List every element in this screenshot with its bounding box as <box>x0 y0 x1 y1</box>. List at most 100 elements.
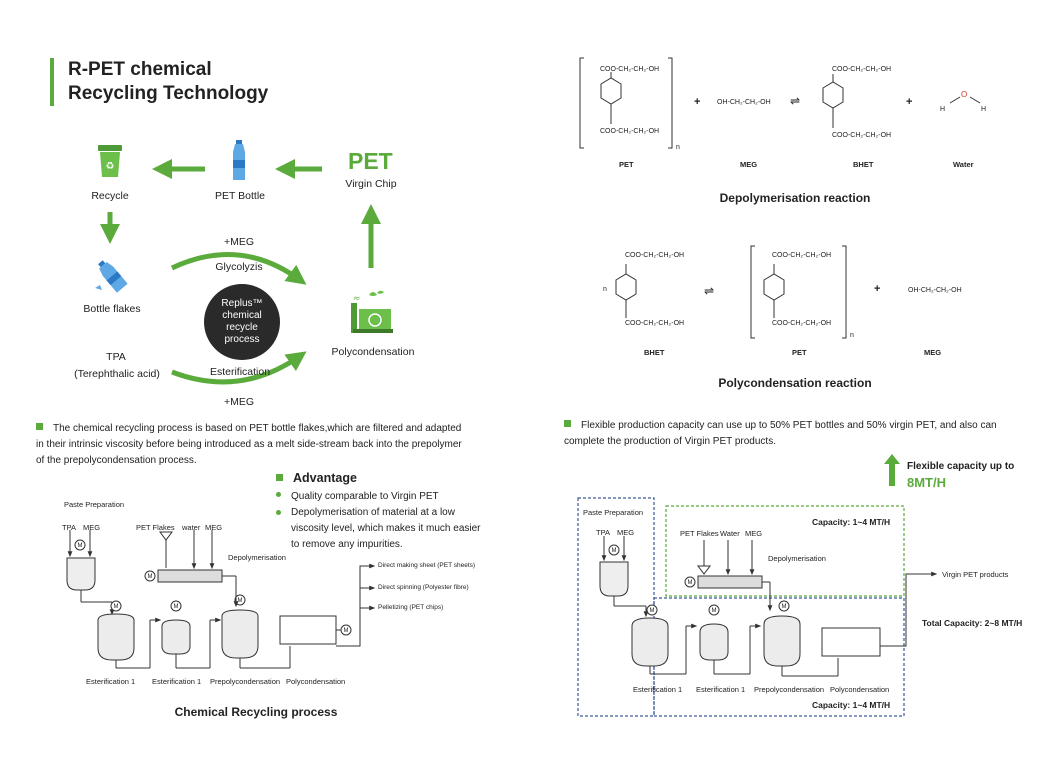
motor-label: M <box>114 604 119 610</box>
label-polycondensation: Polycondensation <box>331 346 415 358</box>
label-depoly-left: Depolymerisation <box>228 553 286 562</box>
left-paragraph: The chemical recycling process is based … <box>36 421 466 469</box>
equilibrium-2: ⇌ <box>704 284 715 298</box>
caption-chemical-recycling: Chemical Recycling process <box>174 705 338 719</box>
label-capacity-bottom: Capacity: 1~4 MT/H <box>812 700 891 710</box>
label-meg2-right: MEG <box>745 529 763 538</box>
label-tpa-full: (Terephthalic acid) <box>74 368 160 380</box>
label-total-capacity: Total Capacity: 2~8 MT/H <box>922 618 1023 628</box>
motor-label: M <box>612 548 617 554</box>
label-poly-left: Polycondensation <box>286 677 346 686</box>
water-h2: H <box>981 106 987 113</box>
motor-label: M <box>238 598 243 604</box>
motor-label: M <box>148 574 153 580</box>
capacity-up-arrow-icon <box>884 454 900 486</box>
left-paragraph-text: The chemical recycling process is based … <box>36 423 462 466</box>
plus-2: + <box>906 96 913 108</box>
replus-text: Replus™ chemical recycle process <box>221 298 263 345</box>
pet-big-label: PET <box>348 148 393 174</box>
water-h1: H <box>940 106 946 113</box>
label-meg-top: +MEG <box>223 236 255 248</box>
page-title: R-PET chemical Recycling Technology <box>50 58 268 106</box>
label-pet-flakes-right: PET Flakes <box>680 529 719 538</box>
advantage-item: Depolymerisation of material at a low vi… <box>276 505 491 553</box>
label-est2-left: Esterification 1 <box>152 677 202 686</box>
pet2-n: n <box>850 332 854 339</box>
pet1-top: COO-CH₂-CH₂-OH <box>600 66 660 73</box>
water-o: O <box>961 90 968 99</box>
label-est1-left: Esterification 1 <box>86 677 136 686</box>
motor-label: M <box>78 543 83 549</box>
label-poly-right: Polycondensation <box>830 685 890 694</box>
motor-label: M <box>174 604 179 610</box>
label-meg2-left: MEG <box>205 523 223 532</box>
title-line-1: R-PET chemical <box>68 59 212 80</box>
label-water-right: Water <box>720 529 740 538</box>
pet2-bot: COO-CH₂-CH₂-OH <box>772 320 832 327</box>
equilibrium-1: ⇌ <box>790 94 801 108</box>
label-out-sheets: Direct making sheet (PET sheets) <box>378 562 476 569</box>
recycle-bin-icon: ♻ <box>98 145 122 177</box>
svg-text:♻: ♻ <box>106 161 115 172</box>
right-paragraph: Flexible production capacity can use up … <box>564 418 1004 450</box>
meg2-formula: OH-CH₂-CH₂-OH <box>908 287 962 294</box>
label-prepoly-right: Prepolycondensation <box>754 685 825 694</box>
r1-label-water: Water <box>953 160 974 169</box>
pet-bottle-icon <box>233 140 245 180</box>
label-out-chips: Pelletizing (PET chips) <box>378 604 444 611</box>
flex-capacity-line2: 8MT/H <box>907 475 946 490</box>
r1-label-meg: MEG <box>740 160 758 169</box>
title-line-2: Recycling Technology <box>68 83 269 104</box>
label-pet-flakes-left: PET Flakes <box>136 523 175 532</box>
motor-label: M <box>344 628 349 634</box>
bullet-square <box>276 474 283 481</box>
label-tpa-right: TPA <box>596 528 611 537</box>
label-paste-right: Paste Preparation <box>583 508 644 517</box>
label-glycolyzis: Glycolyzis <box>215 261 263 273</box>
plus-3: + <box>874 283 881 295</box>
bhet2-top: COO-CH₂-CH₂-OH <box>625 252 685 259</box>
motor-label: M <box>650 608 655 614</box>
factory-icon: ≈ <box>351 290 393 333</box>
bhet2-bot: COO-CH₂-CH₂-OH <box>625 320 685 327</box>
label-prepoly-left: Prepolycondensation <box>210 677 281 686</box>
r2-label-meg: MEG <box>924 348 942 357</box>
pet1-n: n <box>676 144 680 151</box>
right-paragraph-text: Flexible production capacity can use up … <box>564 420 997 447</box>
label-water-left: water <box>182 523 201 532</box>
label-est2-right: Esterification 1 <box>696 685 746 694</box>
label-esterification: Esterification <box>209 366 271 378</box>
label-paste-preparation: Paste Preparation <box>64 500 125 509</box>
r1-label-bhet: BHET <box>853 160 874 169</box>
replus-process-circle: Replus™ chemical recycle process <box>204 284 280 360</box>
label-meg-right: MEG <box>617 528 635 537</box>
bhet1-top: COO-CH₂-CH₂-OH <box>832 66 892 73</box>
motor-label: M <box>712 608 717 614</box>
advantage-title: Advantage <box>293 471 357 485</box>
label-tpa-left: TPA <box>62 523 77 532</box>
label-tpa: TPA <box>106 351 126 363</box>
advantage-block: Advantage Quality comparable to Virgin P… <box>276 471 491 553</box>
motor-label: M <box>688 580 693 586</box>
bhet1-bot: COO-CH₂-CH₂-OH <box>832 132 892 139</box>
label-virgin-chip: Virgin Chip <box>345 178 397 190</box>
pet2-top: COO-CH₂-CH₂-OH <box>772 252 832 259</box>
svg-text:≈: ≈ <box>353 294 361 304</box>
label-depoly-right: Depolymerisation <box>768 554 826 563</box>
label-meg-left: MEG <box>83 523 101 532</box>
plus-1: + <box>694 96 701 108</box>
bullet-square <box>564 420 571 427</box>
advantage-item: Quality comparable to Virgin PET <box>276 489 491 505</box>
title-depolymerisation: Depolymerisation reaction <box>719 191 871 205</box>
motor-label: M <box>782 604 787 610</box>
arrow-esterification <box>171 351 307 385</box>
label-capacity-top: Capacity: 1~4 MT/H <box>812 517 891 527</box>
r2-n: n <box>603 286 607 293</box>
label-est1-right: Esterification 1 <box>633 685 683 694</box>
title-polycondensation: Polycondensation reaction <box>718 376 872 390</box>
r2-label-pet: PET <box>792 348 807 357</box>
label-out-fibre: Direct spinning (Polyester fibre) <box>378 584 469 591</box>
